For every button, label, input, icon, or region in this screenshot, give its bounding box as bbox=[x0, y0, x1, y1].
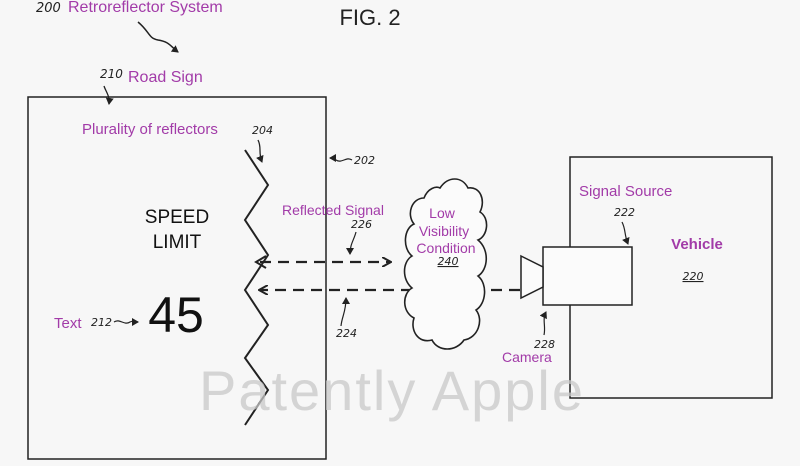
signal-source-label: Signal Source bbox=[579, 183, 672, 200]
vehicle-label: Vehicle bbox=[671, 236, 723, 253]
camera-leader-line bbox=[539, 311, 547, 336]
reflectors-label: Plurality of reflectors bbox=[82, 121, 218, 138]
road-sign-ref: 210 bbox=[100, 67, 123, 81]
system-ref: 200 bbox=[36, 1, 61, 16]
condition-line-visibility: Visibility bbox=[419, 223, 469, 239]
reflector-zigzag bbox=[243, 149, 270, 426]
system-label: Retroreflector System bbox=[68, 0, 223, 16]
camera-lens bbox=[520, 254, 544, 300]
incoming-signal-ref: 224 bbox=[336, 327, 357, 340]
sign-line-speed: SPEED bbox=[145, 207, 209, 228]
incoming-signal-leader bbox=[340, 297, 350, 327]
condition-line-condition: Condition bbox=[416, 240, 475, 256]
condition-ref: 240 bbox=[438, 255, 459, 268]
road-sign-label: Road Sign bbox=[128, 69, 203, 86]
text-label: Text bbox=[54, 315, 82, 332]
text-leader-line bbox=[113, 317, 139, 326]
text-ref: 212 bbox=[91, 316, 112, 329]
sign-line-limit: LIMIT bbox=[153, 232, 202, 253]
reflected-arrowhead-left bbox=[254, 255, 267, 269]
camera-body bbox=[542, 246, 633, 306]
reflectors-ref: 204 bbox=[252, 124, 273, 137]
reflected-signal-label: Reflected Signal bbox=[282, 202, 384, 218]
reflected-signal-leader bbox=[346, 231, 357, 255]
signal-source-leader bbox=[621, 221, 630, 245]
road-sign-box bbox=[27, 96, 327, 460]
low-visibility-cloud bbox=[403, 178, 488, 350]
boundary-leader-line bbox=[329, 154, 353, 163]
signal-source-ref: 222 bbox=[614, 206, 635, 219]
condition-line-low: Low bbox=[429, 205, 456, 221]
reflected-signal-ref: 226 bbox=[351, 218, 372, 231]
reflectors-leader-line bbox=[256, 139, 264, 163]
figure-title: FIG. 2 bbox=[339, 5, 400, 30]
vehicle-ref: 220 bbox=[683, 270, 704, 283]
boundary-ref: 202 bbox=[354, 154, 375, 167]
sign-value: 45 bbox=[148, 287, 204, 343]
camera-ref: 228 bbox=[534, 338, 555, 351]
system-leader-line bbox=[137, 21, 179, 53]
road-sign-leader-line bbox=[103, 85, 114, 105]
camera-label: Camera bbox=[502, 349, 552, 365]
watermark: Patently Apple bbox=[199, 359, 585, 422]
